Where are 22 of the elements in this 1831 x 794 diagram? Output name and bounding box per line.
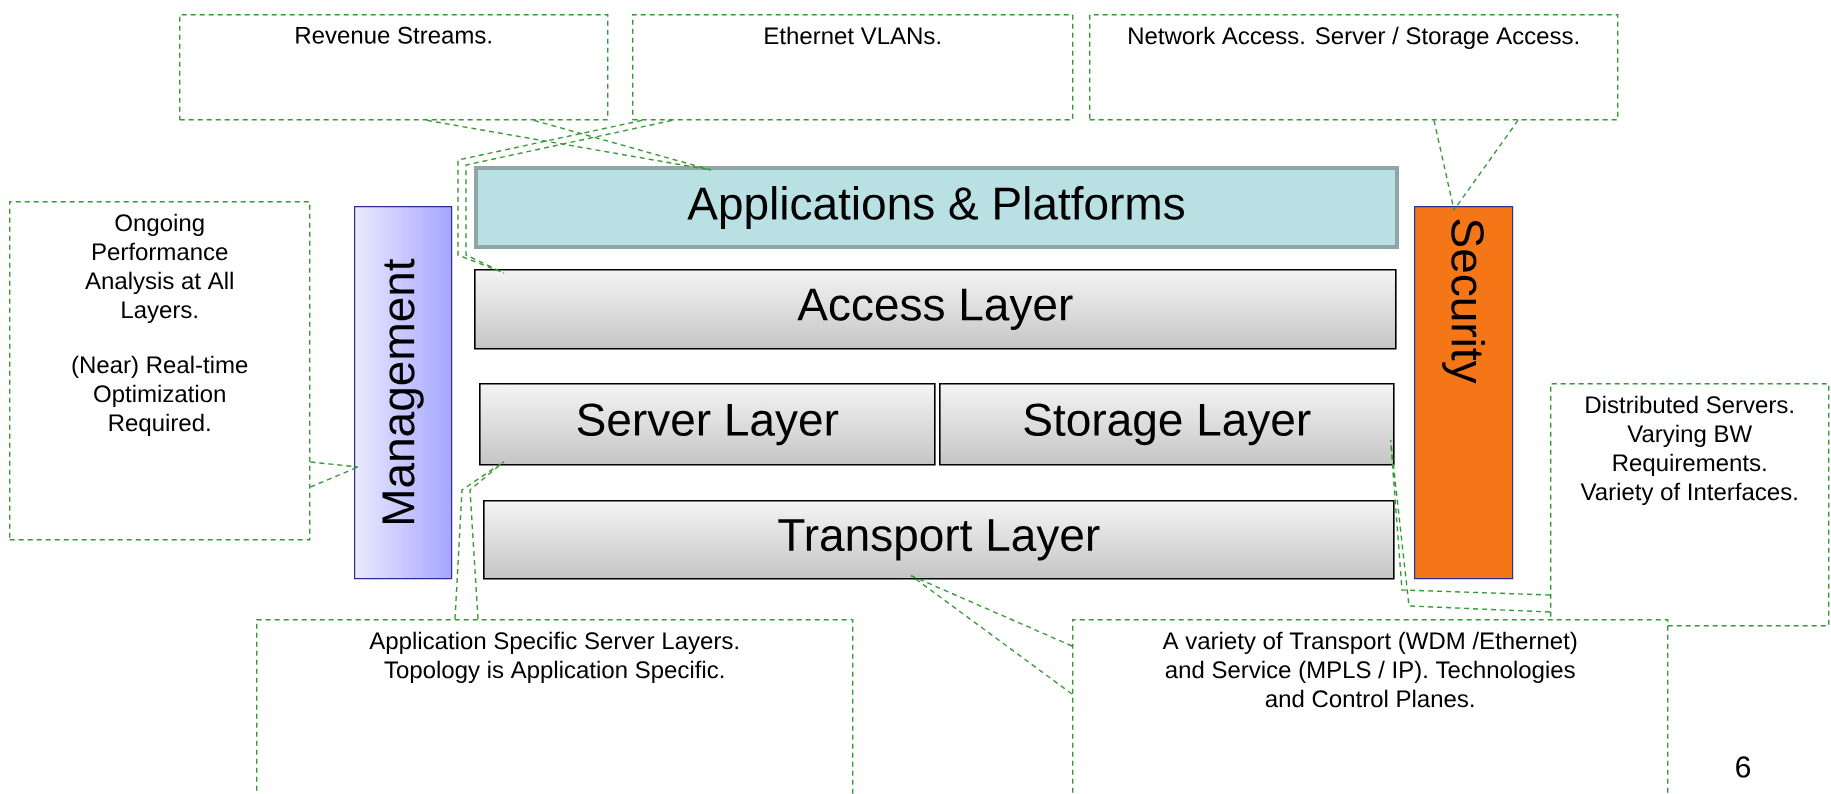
layer-box: Transport Layer [483, 500, 1395, 580]
layer-box: Applications & Platforms [474, 166, 1399, 249]
callout-box: A variety of Transport (WDM /Ethernet) and Service (MPLS / IP). Technologies and Control Planes. [1072, 619, 1669, 794]
layer-box: Access Layer [474, 269, 1397, 350]
callout-box: Ongoing Performance Analysis at All Layers. (Near) Real-time Optimization Required. [9, 201, 311, 541]
side-bar: Security [1414, 206, 1514, 580]
callout-pointer [426, 119, 712, 171]
callout-box: Ethernet VLANs. [632, 14, 1074, 121]
layer-box: Storage Layer [939, 383, 1395, 466]
callout-pointer [457, 119, 673, 274]
callout-box: Network Access. Server / Storage Access. [1089, 14, 1619, 121]
callout-box: Distributed Servers. Varying BW Requirements. Variety of Interfaces. [1550, 383, 1830, 627]
callout-box: Application Specific Server Layers. Topology is Application Specific. [256, 619, 854, 794]
page-number: 6 [1736, 756, 1751, 778]
callout-pointer [309, 461, 359, 488]
callout-pointer [1433, 119, 1519, 211]
callout-pointer [1389, 439, 1551, 613]
callout-pointer [910, 574, 1073, 695]
side-bar: Management [354, 206, 453, 580]
callout-box: Revenue Streams. [179, 14, 609, 121]
layer-box: Server Layer [479, 383, 936, 466]
callout-pointer [454, 460, 505, 620]
